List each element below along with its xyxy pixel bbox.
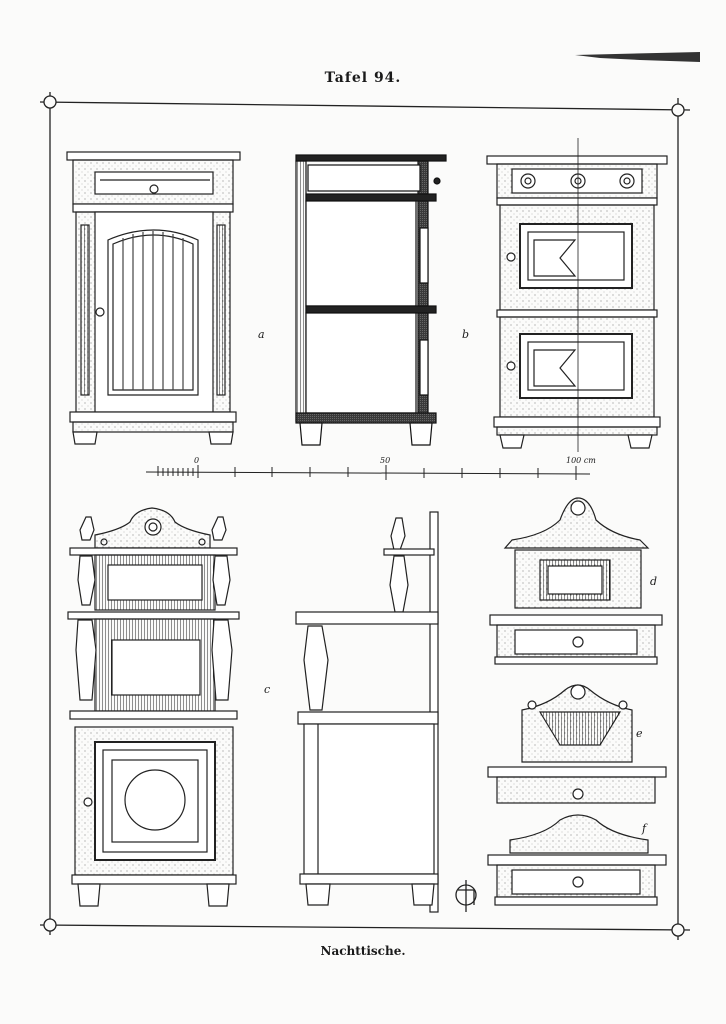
figure-label-d: d bbox=[650, 575, 658, 588]
nightstand-c-front bbox=[67, 507, 240, 907]
plate-title: Tafel 94. bbox=[324, 70, 402, 86]
nightstand-b-front bbox=[486, 138, 668, 452]
figure-label-f: f bbox=[642, 822, 647, 835]
scale-mark-50: 50 bbox=[380, 456, 391, 465]
plate-frame bbox=[39, 92, 691, 940]
nightstand-a-front bbox=[66, 151, 241, 445]
nightstand-e-top bbox=[487, 684, 667, 804]
figure-label-e: e bbox=[636, 727, 643, 740]
artist-monogram bbox=[455, 880, 477, 912]
figure-label-b: b bbox=[462, 328, 470, 341]
scale-bar bbox=[145, 465, 591, 480]
figure-label-a: a bbox=[258, 328, 265, 341]
nightstand-c-side bbox=[295, 511, 439, 913]
plate-caption: Nachttische. bbox=[320, 944, 406, 958]
scale-mark-0: 0 bbox=[194, 456, 200, 465]
scale-mark-100: 100 cm bbox=[566, 456, 596, 465]
torn-edge bbox=[575, 52, 700, 62]
nightstand-f-top bbox=[487, 814, 667, 906]
nightstand-d-top bbox=[489, 497, 663, 665]
figure-label-c: c bbox=[264, 683, 271, 696]
nightstand-side-section bbox=[295, 154, 447, 446]
